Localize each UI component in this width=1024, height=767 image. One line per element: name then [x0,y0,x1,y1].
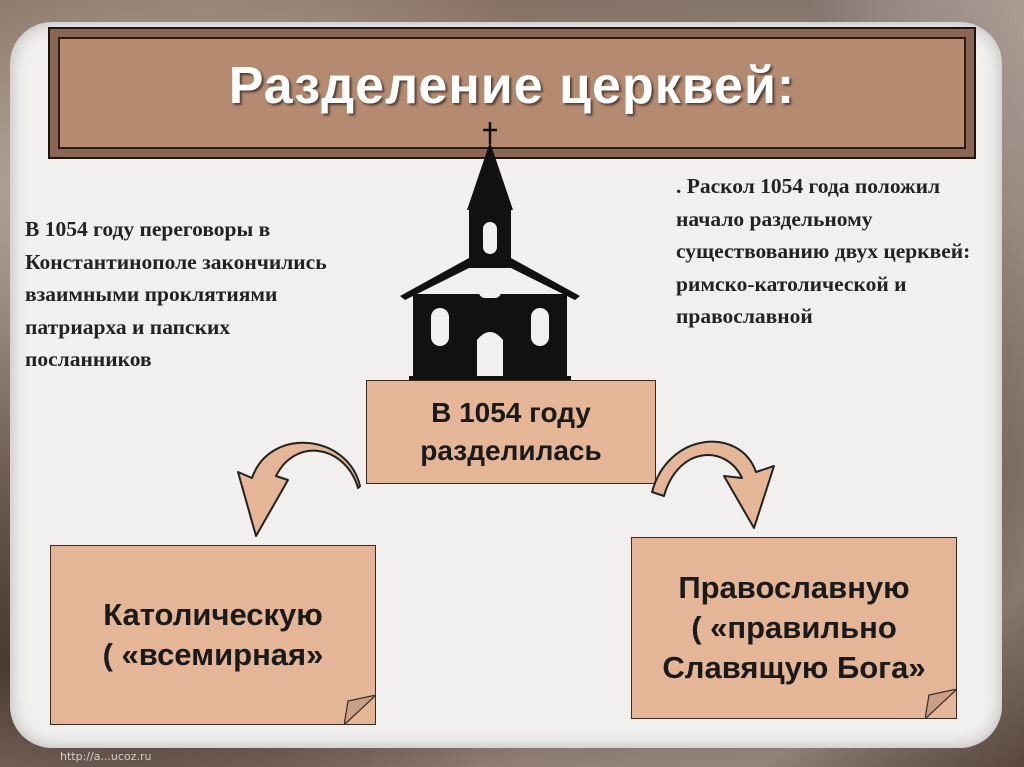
catholic-box: Католическую ( «всемирная» [50,545,376,725]
orthodox-box-line2: ( «правильно [691,610,897,645]
center-box-line1: В 1054 году [431,397,591,428]
church-icon [400,122,580,380]
scroll-fold-left [344,695,376,725]
orthodox-box-line3: Славящую Бога» [662,650,926,685]
footer-url[interactable]: http://a...ucoz.ru [60,750,152,763]
scroll-fold-right [925,689,957,719]
center-box: В 1054 году разделилась [366,380,656,484]
page-title: Разделение церквей: [228,57,796,115]
curved-arrow-left-icon [237,441,361,537]
center-box-line2: разделилась [420,435,602,466]
left-description: В 1054 году переговоры в Константинополе… [25,217,327,371]
catholic-box-line2: ( «всемирная» [102,637,324,672]
right-description: . Раскол 1054 года положил начало раздел… [676,174,971,328]
catholic-box-line1: Католическую [103,597,323,632]
curved-arrow-right-icon [651,440,775,529]
orthodox-box: Православную ( «правильно Славящую Бога» [631,537,957,719]
title-bar [48,27,976,159]
orthodox-box-line1: Православную [678,570,910,605]
